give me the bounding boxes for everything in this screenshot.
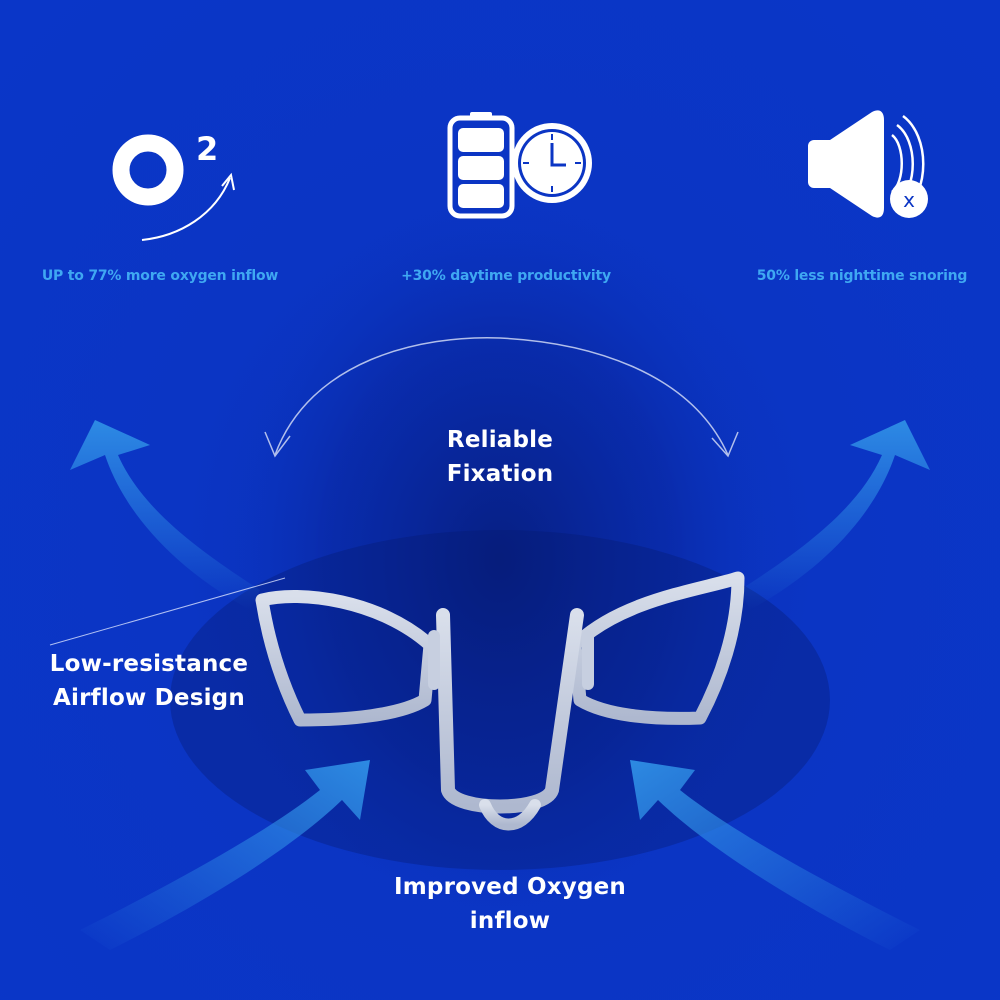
caption-line: Airflow Design (53, 685, 245, 711)
nasal-dilator-device (255, 571, 745, 831)
caption-improved-oxygen: Improved Oxygen inflow (360, 870, 660, 938)
caption-reliable-fixation: Reliable Fixation (380, 423, 620, 491)
fixation-arc (264, 337, 739, 458)
caption-line: Improved Oxygen (393, 874, 626, 900)
oxygen-icon: 2 (112, 130, 235, 241)
speaker-mute-icon: x (808, 110, 928, 218)
inflow-arrow-right (630, 760, 920, 950)
pointer-line (49, 577, 286, 646)
svg-text:x: x (903, 188, 915, 212)
outflow-arrow-right (740, 420, 930, 610)
feature-label-oxygen: UP to 77% more oxygen inflow (41, 268, 279, 284)
svg-text:2: 2 (196, 130, 218, 168)
feature-label-snoring: 50% less nighttime snoring (756, 268, 968, 284)
outflow-arrow-left (70, 420, 260, 610)
nose-shadow (210, 180, 790, 940)
battery-clock-icon (447, 112, 592, 219)
caption-line: Fixation (446, 461, 554, 487)
caption-line: Low-resistance (49, 651, 249, 677)
caption-line: inflow (469, 908, 551, 934)
feature-label-productivity: +30% daytime productivity (401, 268, 611, 284)
oxygen-symbol-letter: O (126, 140, 170, 200)
inflow-arrow-left (80, 760, 370, 950)
caption-line: Reliable (446, 427, 554, 453)
caption-airflow-design: Low-resistance Airflow Design (38, 647, 260, 715)
